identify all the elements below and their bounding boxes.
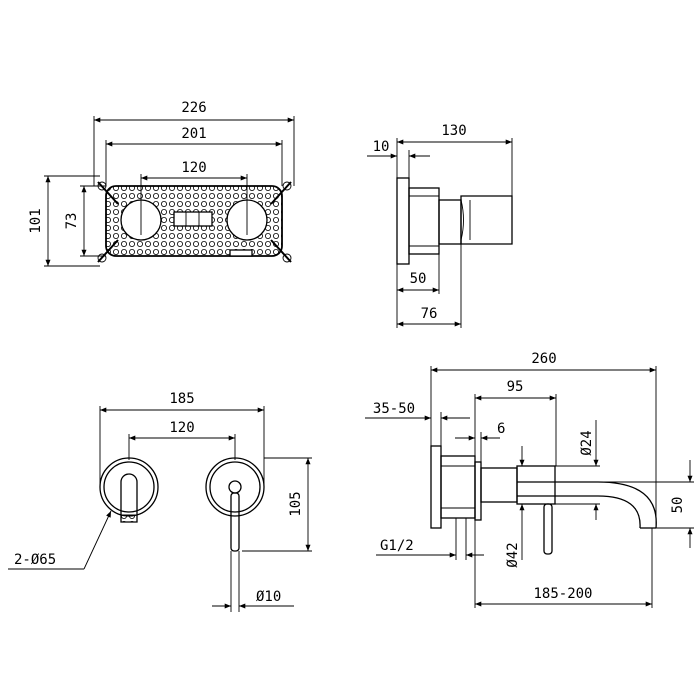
dim-76: 76 <box>421 306 438 322</box>
dim-95: 95 <box>507 379 524 395</box>
dim-6: 6 <box>497 421 505 437</box>
dim-73: 73 <box>64 213 80 230</box>
dim-d24: Ø24 <box>579 430 595 455</box>
dim-50-box: 50 <box>410 271 427 287</box>
dim-185: 185 <box>169 391 194 407</box>
view-trim-side: 260 95 35-50 6 Ø24 50 G1/2 <box>365 351 694 608</box>
spout-plate <box>99 457 159 517</box>
dim-10-flange: 10 <box>373 139 390 155</box>
center-slot <box>173 211 213 227</box>
dim-201: 201 <box>181 126 206 142</box>
spout-profile <box>517 481 657 529</box>
dim-50-drop: 50 <box>670 497 686 514</box>
view-box-front: 226 201 120 101 73 <box>28 100 295 267</box>
lever-plate <box>205 457 265 517</box>
dim-120-box: 120 <box>181 160 206 176</box>
dim-226: 226 <box>181 100 206 116</box>
dim-d10: Ø10 <box>256 589 281 605</box>
dim-101: 101 <box>28 208 44 233</box>
dim-130: 130 <box>441 123 466 139</box>
dim-g1-2: G1/2 <box>380 538 414 554</box>
dim-2-d65: 2-Ø65 <box>14 552 56 568</box>
dim-185-200: 185-200 <box>533 586 592 602</box>
dim-35-50: 35-50 <box>373 401 415 417</box>
view-trim-front: 185 120 105 2-Ø65 Ø10 <box>8 391 312 612</box>
view-box-side: 130 10 50 76 <box>367 123 513 328</box>
dim-d42: Ø42 <box>505 542 521 567</box>
dim-120-trim: 120 <box>169 420 194 436</box>
dim-260: 260 <box>531 351 556 367</box>
dim-105: 105 <box>288 491 304 516</box>
